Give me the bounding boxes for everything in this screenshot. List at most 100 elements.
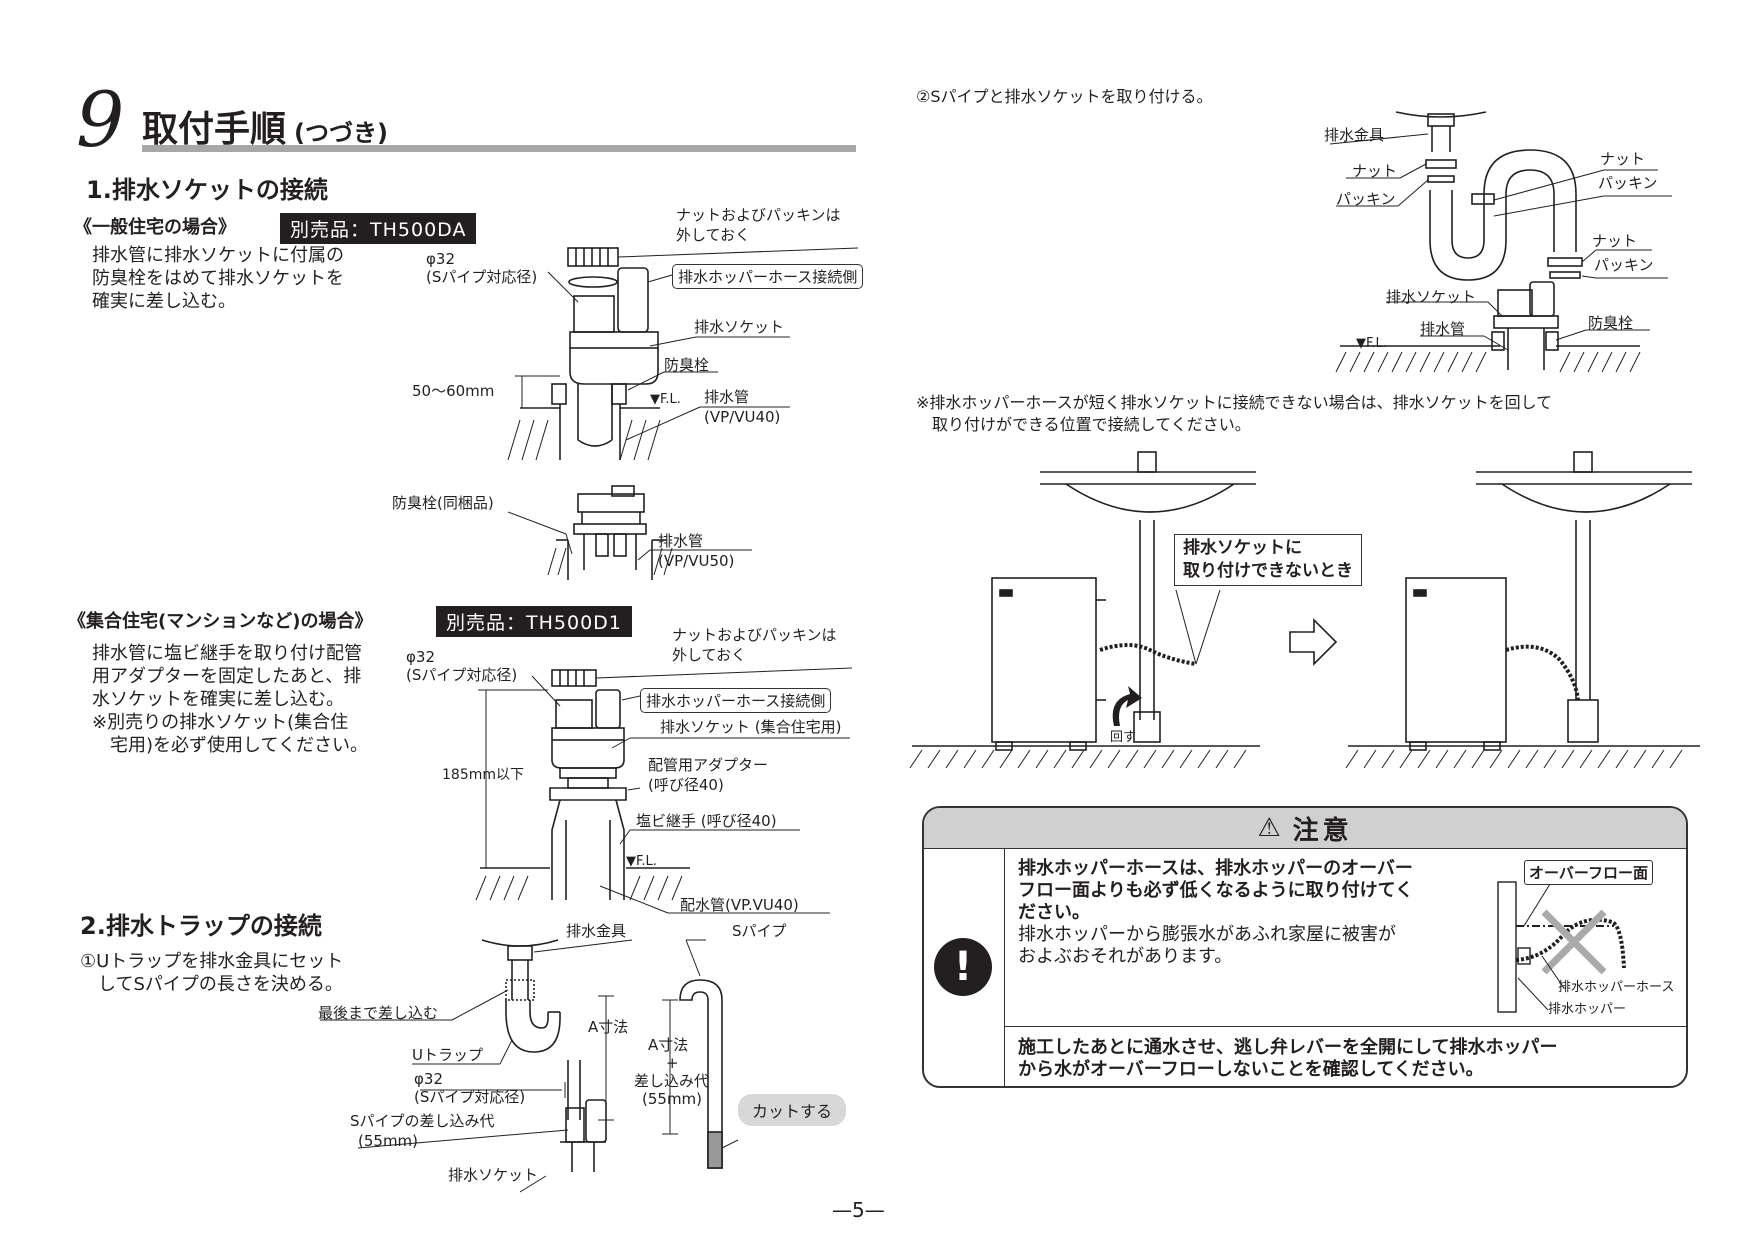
caution-bold-line: 排水ホッパーホースは、排水ホッパーのオーバー	[1018, 858, 1413, 879]
r-fitting-label: 排水金具	[1324, 126, 1385, 144]
page-title-sub: (つづき)	[294, 119, 388, 147]
a-plus-1: A寸法	[648, 1036, 689, 1054]
callout-box: 排水ソケットに 取り付けできないとき	[1174, 534, 1362, 586]
nut-note-1: ナットおよびパッキンは	[676, 206, 841, 224]
hopper-hose-label: 排水ホッパーホース	[1558, 980, 1675, 995]
r-fl-label: ▼F.L.	[1356, 336, 1387, 351]
apt-socket-label: 排水ソケット (集合住宅用)	[660, 718, 842, 736]
trap-fitting-label: 排水金具	[566, 922, 627, 940]
apt-fl-label: ▼F.L.	[626, 854, 657, 869]
phi-sub-label: (Sパイプ対応径)	[426, 268, 538, 286]
caution-normal-line: およぶおそれがあります。	[1018, 946, 1233, 967]
r-socket-label: 排水ソケット	[1386, 288, 1477, 306]
dimension-label: 50～60mm	[412, 382, 495, 400]
trap-insert-label: 最後まで差し込む	[318, 1004, 439, 1022]
page-number: —5—	[832, 1198, 885, 1222]
apt-nut-note-1: ナットおよびパッキンは	[672, 626, 837, 644]
general-heading: 《一般住宅の場合》	[74, 217, 236, 238]
r-packing-label-3: パッキン	[1594, 256, 1654, 274]
general-desc-line: 排水管に排水ソケットに付属の	[92, 245, 344, 266]
trap-a-dim-label: A寸法	[588, 1018, 629, 1036]
right-note-line: 取り付けができる位置で接続してください。	[916, 415, 1251, 434]
caution-header: ⚠注意	[924, 808, 1686, 849]
callout-line: 排水ソケットに	[1183, 538, 1302, 558]
caution-box: ⚠注意 ! 排水ホッパーホースは、排水ホッパーのオーバー フロー面よりも必ず低く…	[922, 806, 1688, 1088]
r-packing-label-2: パッキン	[1598, 174, 1658, 192]
a-plus-3: 差し込み代	[634, 1072, 710, 1090]
caution-normal-line: 排水ホッパーから膨張水があふれ家屋に被害が	[1018, 924, 1396, 945]
step1-line: ①Uトラップを排水金具にセット	[80, 951, 344, 972]
rotate-arrow-icon	[1112, 686, 1142, 726]
apartment-desc-line: ※別売りの排水ソケット(集合住	[92, 712, 349, 733]
trap-phi-sub-label: (Sパイプ対応径)	[414, 1088, 526, 1106]
hopper-label: 排水ホッパー	[1548, 1002, 1627, 1017]
exclamation-icon: !	[934, 938, 992, 996]
phi-label: φ32	[426, 250, 455, 268]
caution-bottom-line: 施工したあとに通水させ、逃し弁レバーを全開にして排水ホッパー	[1018, 1037, 1558, 1058]
r-nut-label-1: ナット	[1352, 162, 1398, 180]
trap-utrap-label: Uトラップ	[412, 1046, 483, 1064]
nut-note-2: 外しておく	[676, 226, 751, 244]
caution-title: 注意	[1292, 815, 1353, 846]
caution-bold-line: ださい。	[1018, 902, 1090, 923]
r-nut-label-2: ナット	[1600, 150, 1646, 168]
overflow-surface-label: オーバーフロー面	[1524, 860, 1653, 885]
warning-triangle-icon: ⚠	[1257, 813, 1285, 843]
trap-phi-label: φ32	[414, 1070, 443, 1088]
apt-phi-sub-label: (Sパイプ対応径)	[406, 666, 518, 684]
r-plug-label: 防臭栓	[1588, 314, 1634, 332]
general-desc: 排水管に排水ソケットに付属の 防臭栓をはめて排水ソケットを 確実に差し込む。	[92, 244, 344, 313]
caution-icon-cell: !	[924, 848, 1005, 1086]
general-desc-line: 防臭栓をはめて排水ソケットを	[92, 268, 344, 289]
sub-pipe-label: 排水管	[658, 532, 704, 550]
section2-title: 2.排水トラップの接続	[80, 912, 322, 940]
r-nut-label-3: ナット	[1592, 232, 1638, 250]
socket-label: 排水ソケット	[694, 318, 785, 336]
hopper-side-label: 排水ホッパーホース接続側	[672, 264, 864, 289]
odor-plug-label: 防臭栓	[664, 356, 710, 374]
apartment-tag: 別売品：TH500D1	[436, 606, 632, 637]
trap-allowance-2: (55mm)	[358, 1132, 419, 1150]
callout-line: 取り付けできないとき	[1183, 561, 1353, 581]
apartment-desc: 排水管に塩ビ継手を取り付け配管 用アダプターを固定したあと、排 水ソケットを確実…	[92, 642, 368, 757]
page-title-main: 取付手順	[142, 109, 287, 150]
sub-pipe-spec-label: (VP/VU50)	[658, 552, 735, 570]
caution-bottom-line: から水がオーバーフローしないことを確認してください。	[1018, 1059, 1484, 1080]
section-number: 9	[76, 75, 125, 164]
right-note: ※排水ホッパーホースが短く排水ソケットに接続できない場合は、排水ソケットを回して…	[916, 392, 1552, 436]
rotate-label: 回す	[1110, 730, 1137, 745]
sub-plug-label: 防臭栓(同梱品)	[392, 494, 494, 512]
fl-label: ▼F.L.	[650, 392, 681, 407]
apt-hopper-side-label: 排水ホッパーホース接続側	[640, 688, 832, 713]
apt-nut-note-2: 外しておく	[672, 646, 747, 664]
apartment-heading: 《集合住宅(マンションなど)の場合》	[68, 611, 373, 632]
cut-label: カットする	[738, 1094, 847, 1126]
trap-spipe-label: Sパイプ	[732, 922, 787, 940]
general-tag: 別売品：TH500DA	[280, 213, 477, 244]
trap-allowance-1: Sパイプの差し込み代	[350, 1112, 495, 1130]
section2-step1: ①Uトラップを排水金具にセット してSパイプの長さを決める。	[80, 950, 343, 996]
title-underline	[142, 145, 856, 152]
apt-dimension-label: 185mm以下	[442, 767, 524, 783]
page-title: 取付手順(つづき)	[142, 100, 388, 152]
apartment-desc-line: 用アダプターを固定したあと、排	[92, 666, 362, 687]
apt-joint-label: 塩ビ継手 (呼び径40)	[636, 812, 777, 830]
apartment-desc-line: 宅用)を必ず使用してください。	[92, 735, 368, 756]
caution-bold-line: フロー面よりも必ず低くなるように取り付けてく	[1018, 880, 1414, 901]
apartment-desc-line: 水ソケットを確実に差し込む。	[92, 689, 344, 710]
a-plus-4: (55mm)	[642, 1090, 703, 1108]
caution-row-2: 施工したあとに通水させ、逃し弁レバーを全開にして排水ホッパー から水がオーバーフ…	[1004, 1027, 1686, 1086]
apt-phi-label: φ32	[406, 648, 435, 666]
r-pipe-label: 排水管	[1420, 320, 1466, 338]
caution-row-1: 排水ホッパーホースは、排水ホッパーのオーバー フロー面よりも必ず低くなるように取…	[1004, 848, 1686, 1027]
right-note-line: ※排水ホッパーホースが短く排水ソケットに接続できない場合は、排水ソケットを回して	[916, 393, 1553, 412]
trap-socket-label: 排水ソケット	[448, 1166, 539, 1184]
apt-adapter-label-1: 配管用アダプター	[648, 756, 769, 774]
apartment-desc-line: 排水管に塩ビ継手を取り付け配管	[92, 643, 362, 664]
